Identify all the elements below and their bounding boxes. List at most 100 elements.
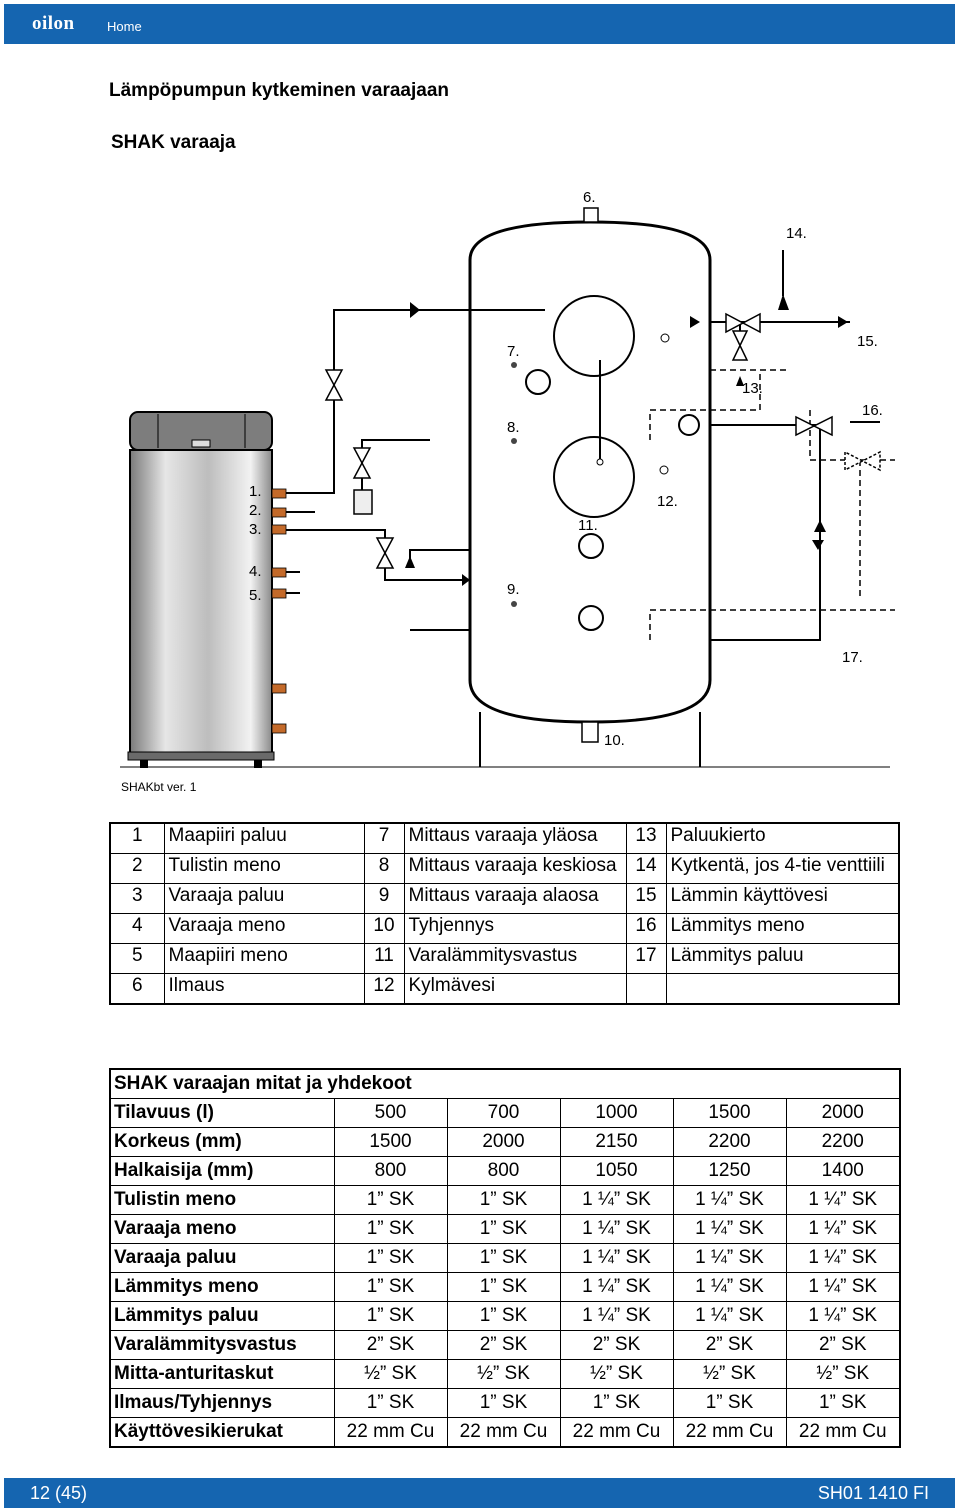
dimensions-value: ½” SK [446,1359,561,1389]
dimensions-value: 1” SK [785,1388,901,1418]
page-number: 12 (45) [30,1483,88,1503]
label-8: 8. [507,419,520,436]
dimensions-value: 1 ¼” SK [559,1185,674,1215]
dimensions-value: 700 [446,1098,561,1128]
label-3: 3. [249,521,262,538]
bottom-bar: 12 (45) SH01 1410 FI [4,1478,955,1508]
page-subtitle: SHAK varaaja [111,132,236,153]
legend-number: 5 [109,943,165,974]
label-4: 4. [249,563,262,580]
dimensions-value: 1250 [672,1156,787,1186]
dimensions-value: 1” SK [333,1185,448,1215]
home-link[interactable]: Home [107,19,142,34]
legend-text: Kytkentä, jos 4-tie venttiili [665,853,900,884]
dimensions-value: 1” SK [333,1388,448,1418]
top-bar: oilon Home [4,4,955,44]
legend-number: 14 [625,853,667,884]
dimensions-value: 2200 [672,1127,787,1157]
dimensions-value: 500 [333,1098,448,1128]
legend-number: 3 [109,883,165,914]
label-6: 6. [583,189,596,206]
dimensions-value: 1” SK [446,1388,561,1418]
dimensions-label: Varalämmitysvastus [109,1330,335,1360]
label-10: 10. [604,732,625,749]
dimensions-value: 1 ¼” SK [672,1214,787,1244]
dimensions-value: 1500 [333,1127,448,1157]
legend-text: Mittaus varaaja alaosa [403,883,627,914]
legend-text: Lämmin käyttövesi [665,883,900,914]
dimensions-value: 22 mm Cu [446,1417,561,1448]
dimensions-value: 1 ¼” SK [672,1243,787,1273]
flow-arrows-left [405,302,470,586]
legend-text: Paluukierto [665,822,900,854]
label-1: 1. [249,483,262,500]
dimensions-value: 1” SK [333,1272,448,1302]
legend-number: 17 [625,943,667,974]
label-12: 12. [657,493,678,510]
dimensions-label: Halkaisija (mm) [109,1156,335,1186]
dimensions-value: 1” SK [559,1388,674,1418]
legend-text: Maapiiri meno [163,943,365,974]
dimensions-value: 22 mm Cu [672,1417,787,1448]
dimensions-value: 22 mm Cu [333,1417,448,1448]
legend-number: 6 [109,973,165,1005]
legend-text: Varaaja paluu [163,883,365,914]
dimensions-label: Korkeus (mm) [109,1127,335,1157]
valves-right [725,312,881,472]
legend-number: 15 [625,883,667,914]
label-17: 17. [842,649,863,666]
valves-left [324,369,395,569]
dimensions-label: Varaaja paluu [109,1243,335,1273]
legend-text: Tulistin meno [163,853,365,884]
legend-number: 8 [363,853,405,884]
dimensions-value: 1 ¼” SK [785,1214,901,1244]
dimensions-value: 2150 [559,1127,674,1157]
legend-number: 12 [363,973,405,1005]
legend-number [625,973,667,1005]
dimensions-value: ½” SK [785,1359,901,1389]
label-7: 7. [507,343,520,360]
legend-text: Varalämmitysvastus [403,943,627,974]
legend-text: Maapiiri paluu [163,822,365,854]
legend-number: 1 [109,822,165,854]
dimensions-value: 1 ¼” SK [559,1214,674,1244]
dimensions-value: 1000 [559,1098,674,1128]
dimensions-label: Käyttövesikierukat [109,1417,335,1448]
dimensions-value: 1” SK [333,1243,448,1273]
dimensions-label: Tilavuus (l) [109,1098,335,1128]
dimensions-value: 2” SK [446,1330,561,1360]
label-16: 16. [862,402,883,419]
legend-number: 10 [363,913,405,944]
dimensions-label: Mitta-anturitaskut [109,1359,335,1389]
label-15: 15. [857,333,878,350]
dimensions-body: SHAK varaajan mitat ja yhdekoot Tilavuus… [109,1068,901,1448]
dimensions-value: 2” SK [559,1330,674,1360]
legend-text: Lämmitys meno [665,913,900,944]
legend-number: 16 [625,913,667,944]
dimensions-value: 1 ¼” SK [559,1301,674,1331]
dimensions-value: 800 [333,1156,448,1186]
dimensions-value: 1” SK [672,1388,787,1418]
legend-number: 7 [363,822,405,854]
dimensions-value: 1” SK [333,1214,448,1244]
dimensions-table: SHAK varaajan mitat ja yhdekoot Tilavuus… [109,1068,901,1448]
dimensions-value: 1” SK [446,1185,561,1215]
oilon-logo[interactable]: oilon [32,13,75,34]
dimensions-label: Lämmitys meno [109,1272,335,1302]
dimensions-value: 1 ¼” SK [559,1243,674,1273]
dimensions-title-row: SHAK varaajan mitat ja yhdekoot [109,1068,901,1099]
dimensions-value: ½” SK [672,1359,787,1389]
dimensions-value: 2” SK [333,1330,448,1360]
